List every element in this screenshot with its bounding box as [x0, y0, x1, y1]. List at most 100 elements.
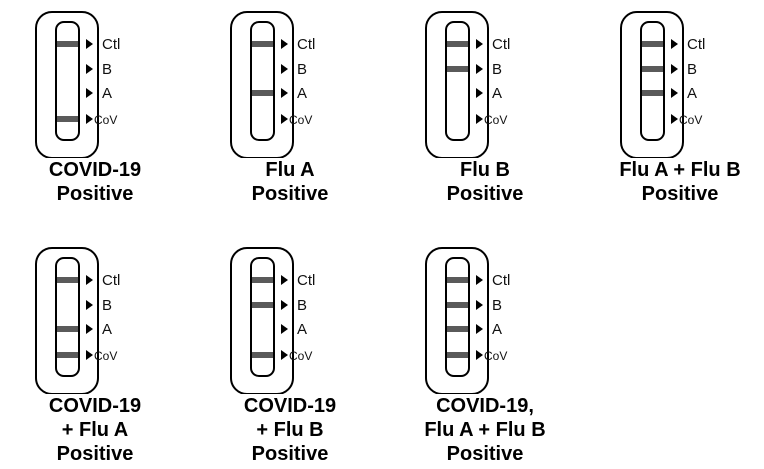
label-ctl: Ctl [492, 272, 510, 289]
label-a: A [297, 85, 307, 102]
arrow-a-icon [281, 324, 288, 334]
band-ctl [447, 41, 468, 47]
cassette-outline [35, 11, 99, 158]
arrow-b-icon [476, 300, 483, 310]
label-ctl: Ctl [102, 36, 120, 53]
band-ctl [642, 41, 663, 47]
label-b: B [492, 61, 502, 78]
label-ctl: Ctl [102, 272, 120, 289]
label-cov: CoV [289, 113, 312, 127]
caption-line: COVID-19 [48, 159, 142, 181]
strip-window [250, 257, 275, 377]
label-b: B [687, 61, 697, 78]
label-ctl: Ctl [492, 36, 510, 53]
arrow-ctl-icon [476, 275, 483, 285]
arrow-a-icon [281, 88, 288, 98]
caption-line: Positive [56, 443, 134, 465]
arrow-cov-icon [281, 350, 288, 360]
label-cov: CoV [679, 113, 702, 127]
caption-line: Positive [56, 183, 134, 205]
arrow-a-icon [671, 88, 678, 98]
band-cov [447, 352, 468, 358]
caption-line: Positive [446, 183, 524, 205]
label-b: B [297, 297, 307, 314]
band-b [447, 302, 468, 308]
arrow-ctl-icon [281, 39, 288, 49]
caption-line: + Flu B [256, 419, 324, 441]
arrow-ctl-icon [86, 39, 93, 49]
caption-line: Positive [251, 183, 329, 205]
band-a [447, 326, 468, 332]
cassette-outline [425, 11, 489, 158]
arrow-ctl-icon [476, 39, 483, 49]
arrow-ctl-icon [86, 275, 93, 285]
band-a [252, 90, 273, 96]
strip-window [55, 257, 80, 377]
arrow-b-icon [671, 64, 678, 74]
arrow-cov-icon [86, 350, 93, 360]
arrow-b-icon [281, 300, 288, 310]
arrow-cov-icon [281, 114, 288, 124]
strip-window [445, 257, 470, 377]
band-b [447, 66, 468, 72]
arrow-ctl-icon [281, 275, 288, 285]
label-ctl: Ctl [297, 36, 315, 53]
band-b [642, 66, 663, 72]
cassette-outline [35, 247, 99, 394]
arrow-ctl-icon [671, 39, 678, 49]
arrow-a-icon [86, 324, 93, 334]
label-a: A [297, 321, 307, 338]
band-cov [57, 352, 78, 358]
caption-line: Flu B [460, 159, 510, 181]
label-b: B [297, 61, 307, 78]
arrow-a-icon [86, 88, 93, 98]
label-ctl: Ctl [297, 272, 315, 289]
label-cov: CoV [94, 349, 117, 363]
band-cov [252, 352, 273, 358]
strip-window [640, 21, 665, 141]
label-cov: CoV [289, 349, 312, 363]
label-a: A [492, 85, 502, 102]
strip-window [55, 21, 80, 141]
arrow-b-icon [86, 300, 93, 310]
caption-line: Flu A + Flu B [619, 159, 741, 181]
caption-line: COVID-19 [48, 395, 142, 417]
arrow-b-icon [86, 64, 93, 74]
label-cov: CoV [94, 113, 117, 127]
arrow-cov-icon [86, 114, 93, 124]
arrow-a-icon [476, 88, 483, 98]
caption-line: COVID-19 [243, 395, 337, 417]
cassette-outline [230, 11, 294, 158]
label-b: B [102, 297, 112, 314]
arrow-a-icon [476, 324, 483, 334]
arrow-cov-icon [476, 350, 483, 360]
band-ctl [57, 41, 78, 47]
arrow-b-icon [476, 64, 483, 74]
label-cov: CoV [484, 113, 507, 127]
cassette-outline [620, 11, 684, 158]
strip-window [445, 21, 470, 141]
label-b: B [492, 297, 502, 314]
band-a [642, 90, 663, 96]
caption-line: Positive [446, 443, 524, 465]
strip-window [250, 21, 275, 141]
label-a: A [492, 321, 502, 338]
band-ctl [57, 277, 78, 283]
band-b [252, 302, 273, 308]
band-ctl [252, 41, 273, 47]
band-ctl [447, 277, 468, 283]
label-ctl: Ctl [687, 36, 705, 53]
arrow-cov-icon [671, 114, 678, 124]
